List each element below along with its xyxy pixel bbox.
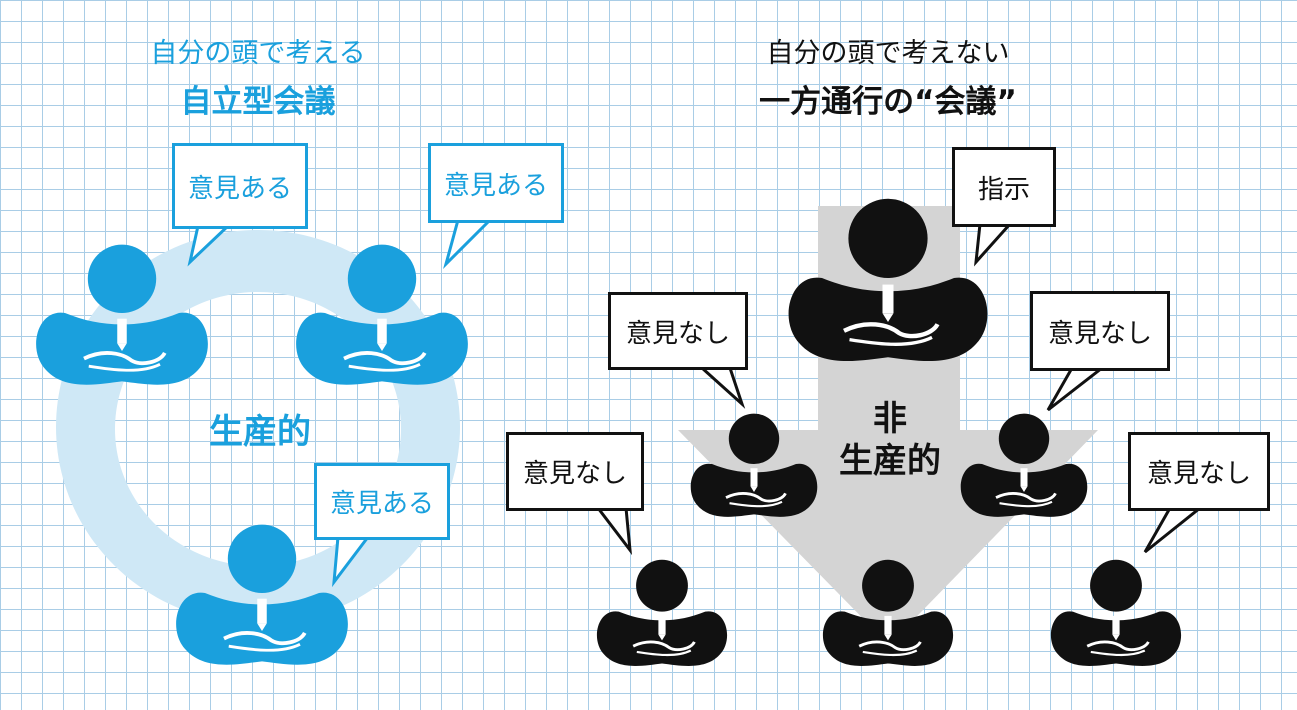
bubble-text: 意見なし [522,459,627,489]
person-icon [959,412,1089,519]
bubble-text: 意見なし [1146,459,1251,489]
speech-bubble: 意見ある [314,463,450,540]
bubble-text: 意見ある [187,173,292,204]
unproductive-label-line2: 生産的 [839,441,941,481]
left-subtitle: 自分の頭で考える [150,38,366,69]
person-icon [595,558,729,668]
bubble-text: 意見なし [625,318,730,349]
bubble-tail [187,224,232,267]
speech-bubble-boss: 指示 [952,147,1056,227]
productive-label: 生産的 [209,412,311,452]
person-icon [1049,558,1183,668]
bubble-tail [1046,366,1107,412]
bubble-text: 意見なし [1047,318,1152,349]
unproductive-label-line1: 非 [873,399,907,439]
person-icon [34,242,210,387]
speech-bubble: 意見なし [1128,432,1270,511]
bubble-tail [443,218,494,270]
right-title: 一方通行の“会議” [759,84,1017,120]
downward-arrow [678,206,1098,645]
bubble-text: 意見ある [329,489,434,519]
speech-bubble: 意見なし [506,432,644,511]
unproductive-label: 非 生産的 [820,398,960,482]
bubble-tail [332,535,372,588]
left-title: 自立型会議 [180,84,336,120]
bubble-text: 指示 [977,174,1030,205]
person-icon [174,522,350,667]
speech-bubble: 意見なし [608,292,748,370]
bubble-tail [594,506,632,556]
speech-bubble: 意見ある [172,143,308,229]
bubble-tail [974,222,1014,267]
person-icon [821,558,955,668]
bubble-text: 意見ある [443,170,548,201]
right-subtitle: 自分の頭で考えない [766,38,1010,69]
person-icon [294,242,470,387]
speech-bubble: 意見なし [1030,291,1170,371]
person-icon [689,412,819,519]
bubble-tail [698,366,746,409]
speech-bubble: 意見ある [428,143,564,223]
bubble-tail [1143,506,1205,554]
